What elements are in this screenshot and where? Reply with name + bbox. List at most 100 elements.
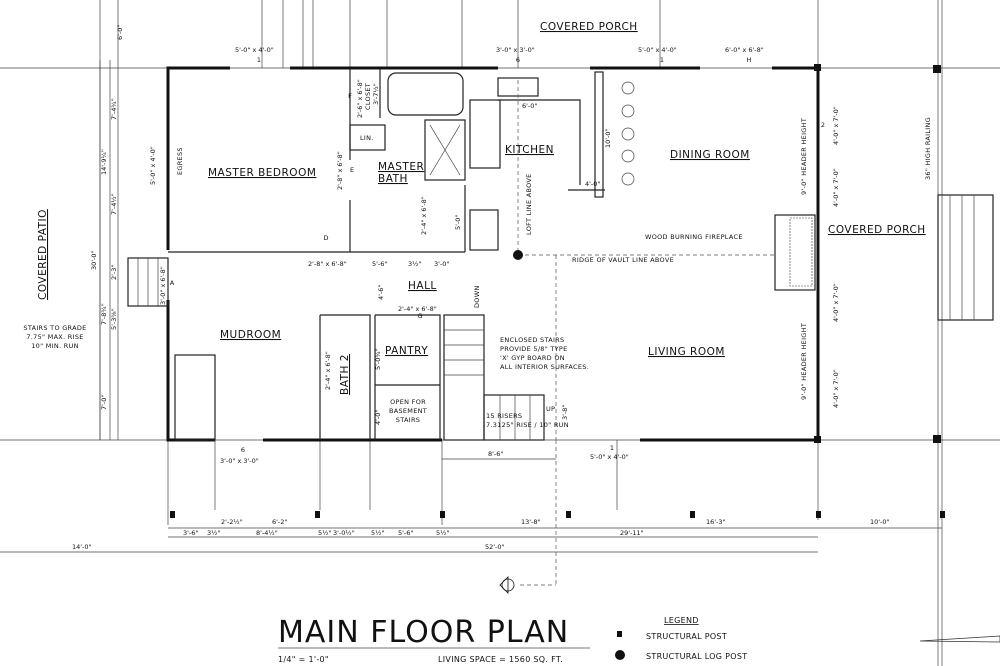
room-hall: HALL (408, 280, 437, 292)
closet-note: CLOSET (364, 83, 372, 110)
dim-left: 14'-9¼" (100, 149, 108, 175)
egress-note: EGRESS (176, 147, 184, 175)
door-tag: D (323, 234, 328, 242)
dim: 5½" (371, 529, 384, 537)
room-covered-porch-top: COVERED PORCH (540, 21, 638, 33)
dim: 4'-0" (374, 410, 382, 425)
dim-left: 2'-3" (110, 265, 118, 280)
dim: 3'-6" (183, 529, 198, 537)
up-note: UP (546, 405, 555, 413)
dim-left: 7'-4¾" (110, 98, 118, 120)
window-tag: 1 (610, 444, 614, 452)
window-label: 4'-0" x 7'-0" (832, 369, 840, 408)
dim-top: 6'-0" (116, 25, 124, 40)
ridge-note: RIDGE OF VAULT LINE ABOVE (572, 256, 674, 264)
dim-left: 7'-4½" (110, 193, 118, 215)
dim: 5'-6" (372, 260, 387, 268)
door-label: 2'-4" x 6'-8" (398, 305, 437, 313)
dim-left-overall: 30'-0" (90, 250, 98, 270)
structural-post-icon (617, 631, 622, 637)
room-mudroom: MUDROOM (220, 329, 281, 341)
dim-left: 7'-8¾" (100, 303, 108, 325)
risers-note: 15 RISERS (486, 412, 522, 420)
dim: 3½" (207, 529, 220, 537)
room-bath-2: BATH 2 (339, 354, 351, 395)
door-tag: H (747, 56, 752, 64)
door-tag: G (417, 312, 422, 320)
rise-run-note: 7.3125" RISE / 10" RUN (486, 421, 569, 429)
stairs-to-grade-note: STAIRS TO GRADE 7.75" MAX. RISE 10" MIN.… (23, 324, 86, 350)
dim: 3'-0½" (333, 529, 355, 537)
door-label: 2'-8" x 6'-8" (336, 151, 344, 190)
legend-heading: LEGEND (664, 616, 699, 625)
window-tag: 1 (660, 56, 664, 64)
room-master-bath-line1: MASTER (378, 161, 424, 173)
svg-text:7.75" MAX. RISE: 7.75" MAX. RISE (26, 333, 83, 341)
svg-text:OPEN FOR: OPEN FOR (390, 398, 426, 406)
dim: 4'-6" (377, 285, 385, 300)
structural-log-post-icon (615, 650, 625, 660)
fireplace-note: WOOD BURNING FIREPLACE (645, 233, 743, 241)
door-label: 2'-6" x 6'-8" (356, 79, 364, 118)
closet-width: 3'-7½" (372, 83, 380, 105)
door-label: 6'-0" x 6'-8" (725, 46, 764, 54)
svg-text:STAIRS: STAIRS (396, 416, 420, 424)
down-note: DOWN (473, 285, 481, 308)
room-kitchen: KITCHEN (505, 144, 554, 156)
svg-text:STAIRS TO GRADE: STAIRS TO GRADE (23, 324, 86, 332)
svg-text:PROVIDE 5/8" TYPE: PROVIDE 5/8" TYPE (500, 345, 568, 353)
plan-scale: 1/4" = 1'-0" (278, 655, 329, 664)
room-pantry: PANTRY (385, 345, 428, 357)
window-label: 4'-0" x 7'-0" (832, 106, 840, 145)
dim: 10'-0" (870, 518, 890, 526)
window-label: 5'-0" x 4'-0" (638, 46, 677, 54)
svg-text:'X' GYP BOARD ON: 'X' GYP BOARD ON (500, 354, 565, 362)
dim: 5'-0" (454, 215, 462, 230)
room-linen: LIN. (360, 134, 374, 142)
svg-text:ENCLOSED STAIRS: ENCLOSED STAIRS (500, 336, 564, 344)
dim-left: 5'-3⅝" (110, 308, 118, 330)
dim: 52'-0" (485, 543, 505, 551)
window-tag: 2 (821, 121, 825, 129)
door-label: 2'-8" x 6'-8" (308, 260, 347, 268)
legend-item-label: STRUCTURAL LOG POST (646, 652, 747, 661)
railing-note: 36" HIGH RAILING (924, 117, 932, 180)
door-tag: F (348, 92, 352, 100)
room-covered-patio: COVERED PATIO (37, 209, 49, 300)
dim: 5½" (436, 529, 449, 537)
door-tag: A (170, 279, 175, 287)
interior-walls (127, 68, 994, 441)
window-tag: 1 (257, 56, 261, 64)
dim: 8'-6" (488, 450, 503, 458)
window-label: 4'-0" x 7'-0" (832, 283, 840, 322)
svg-text:ALL INTERIOR SURFACES.: ALL INTERIOR SURFACES. (500, 363, 589, 371)
dim: 5'-0¾" (374, 348, 382, 370)
dimension-lines (0, 60, 942, 553)
window-label: 5'-0" x 4'-0" (235, 46, 274, 54)
plan-title: MAIN FLOOR PLAN (278, 615, 569, 650)
door-label: 3'-0" x 6'-8" (159, 266, 167, 305)
room-dining: DINING ROOM (670, 149, 750, 161)
dim: 16'-3" (706, 518, 726, 526)
window-label: 5'-0" x 4'-0" (149, 146, 157, 185)
window-label: 4'-0" x 7'-0" (832, 168, 840, 207)
dim: 3'-8" (561, 405, 569, 420)
dim: 5½" (318, 529, 331, 537)
living-space: LIVING SPACE = 1560 SQ. FT. (438, 655, 563, 664)
open-basement-note: OPEN FOR BASEMENT STAIRS (389, 398, 427, 424)
dim: 10'-0" (604, 128, 612, 148)
room-master-bath-line2: BATH (378, 173, 408, 185)
window-tag: 6 (241, 446, 245, 454)
section-marker-icon (499, 576, 515, 594)
room-covered-porch-right: COVERED PORCH (828, 224, 926, 236)
dim: 14'-0" (72, 543, 92, 551)
svg-text:BASEMENT: BASEMENT (389, 407, 427, 415)
door-tag: E (350, 166, 354, 174)
window-label: 3'-0" x 3'-0" (496, 46, 535, 54)
enclosed-stairs-note: ENCLOSED STAIRS PROVIDE 5/8" TYPE 'X' GY… (500, 336, 589, 371)
header-height-note-1: 9'-0" HEADER HEIGHT (800, 118, 808, 195)
header-height-note-2: 9'-0" HEADER HEIGHT (800, 323, 808, 400)
svg-text:10" MIN. RUN: 10" MIN. RUN (31, 342, 79, 350)
dim: 3'-0" (434, 260, 449, 268)
legend-item-label: STRUCTURAL POST (646, 632, 727, 641)
